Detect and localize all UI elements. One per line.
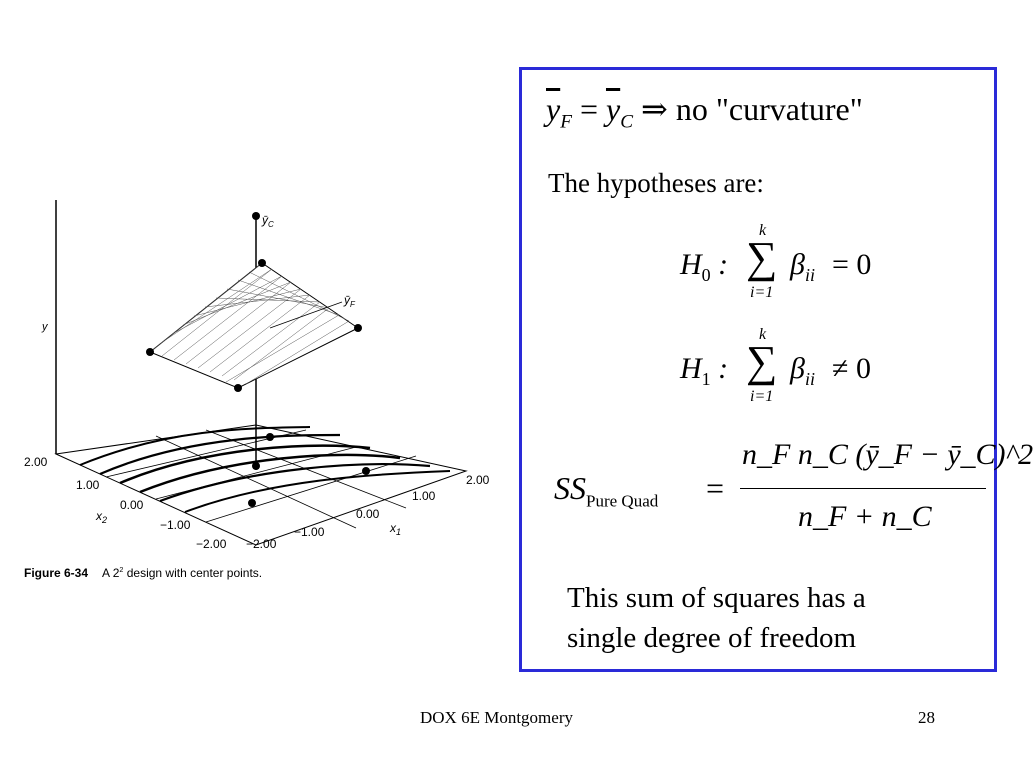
h0-sigma: ∑	[746, 233, 778, 282]
svg-text:0.00: 0.00	[356, 507, 380, 521]
svg-text:0.00: 0.00	[120, 498, 144, 512]
h0-symbol: H0 :	[680, 248, 729, 285]
ss-denominator: n_F + n_C	[798, 500, 932, 533]
ss-equals: =	[706, 470, 725, 506]
figure-caption-sup: 2	[119, 565, 124, 574]
yc-label: ȳC	[261, 213, 274, 229]
svg-text:−1.00: −1.00	[294, 525, 325, 539]
yf-label: ȳF	[343, 293, 356, 309]
contour-lines	[79, 426, 451, 529]
eq1-lhs-sub: F	[560, 111, 572, 133]
figure-6-34-plot: y	[24, 200, 490, 551]
h1-beta: βii	[790, 352, 815, 389]
svg-text:1.00: 1.00	[76, 478, 100, 492]
figure-caption-text-pre: A 2	[102, 566, 120, 580]
ss-pure-quad-equation: SSPure Quad = n_F n_C (ȳ_F − ȳ_C)^2 n_F …	[554, 438, 1033, 548]
y-axis-label: y	[41, 321, 49, 333]
eq1-rhs-sub: C	[620, 111, 633, 133]
base-plane	[54, 424, 468, 546]
eq1-rhs: y	[605, 91, 621, 127]
svg-text:2.00: 2.00	[466, 473, 490, 487]
eq1-lhs: y	[546, 91, 561, 127]
h1-relation: ≠ 0	[832, 352, 871, 385]
h1-symbol: H1 :	[680, 352, 729, 389]
footer-title: DOX 6E Montgomery	[420, 708, 573, 727]
page-number: 28	[918, 708, 935, 727]
eq1-equals: =	[579, 91, 598, 127]
x1-axis-label: x1	[389, 521, 401, 537]
response-plane-mesh	[149, 262, 350, 385]
ss-fraction-bar	[740, 488, 986, 489]
h1-sum-lower: i=1	[750, 388, 774, 405]
svg-text:−2.00: −2.00	[246, 537, 277, 551]
equality-implication: yF = yC ⇒ no "curvature"	[546, 90, 863, 133]
yf-leader-line	[269, 301, 343, 329]
h0-sum-upper: k	[759, 222, 767, 239]
h1-sum-upper: k	[759, 326, 767, 343]
h0-equation: H0 : k ∑ i=1 βii = 0	[680, 222, 920, 317]
x2-axis-label: x2	[95, 509, 107, 525]
ss-symbol: SSPure Quad	[554, 470, 659, 511]
eq1-text: no "curvature"	[675, 91, 863, 127]
closing-line-1: This sum of squares has a	[567, 582, 866, 614]
closing-line-2: single degree of freedom	[567, 622, 857, 654]
figure-caption: Figure 6-34 A 22 design with center point…	[24, 565, 262, 580]
figure-caption-label: Figure 6-34	[24, 566, 89, 580]
figure-caption-text-post: design with center points.	[123, 566, 263, 580]
svg-text:−1.00: −1.00	[160, 518, 191, 532]
h1-equation: H1 : k ∑ i=1 βii ≠ 0	[680, 326, 920, 421]
h0-beta: βii	[790, 248, 815, 285]
svg-text:1.00: 1.00	[412, 489, 436, 503]
implies-arrow: ⇒	[641, 91, 668, 127]
h0-sum-lower: i=1	[750, 284, 774, 301]
h1-sigma: ∑	[746, 337, 778, 386]
svg-text:2.00: 2.00	[24, 455, 48, 469]
x1-tick-labels: −2.00 −1.00 0.00 1.00 2.00	[246, 473, 490, 551]
svg-text:−2.00: −2.00	[196, 537, 227, 551]
formula-box: yF = yC ⇒ no "curvature" The hypotheses …	[519, 67, 1033, 672]
hypotheses-intro: The hypotheses are:	[548, 168, 764, 198]
x2-tick-labels: 2.00 1.00 0.00 −1.00 −2.00	[24, 455, 227, 551]
ss-numerator: n_F n_C (ȳ_F − ȳ_C)^2	[742, 438, 1033, 471]
h0-relation: = 0	[832, 248, 872, 281]
design-points	[146, 212, 370, 507]
response-plane	[149, 262, 359, 389]
